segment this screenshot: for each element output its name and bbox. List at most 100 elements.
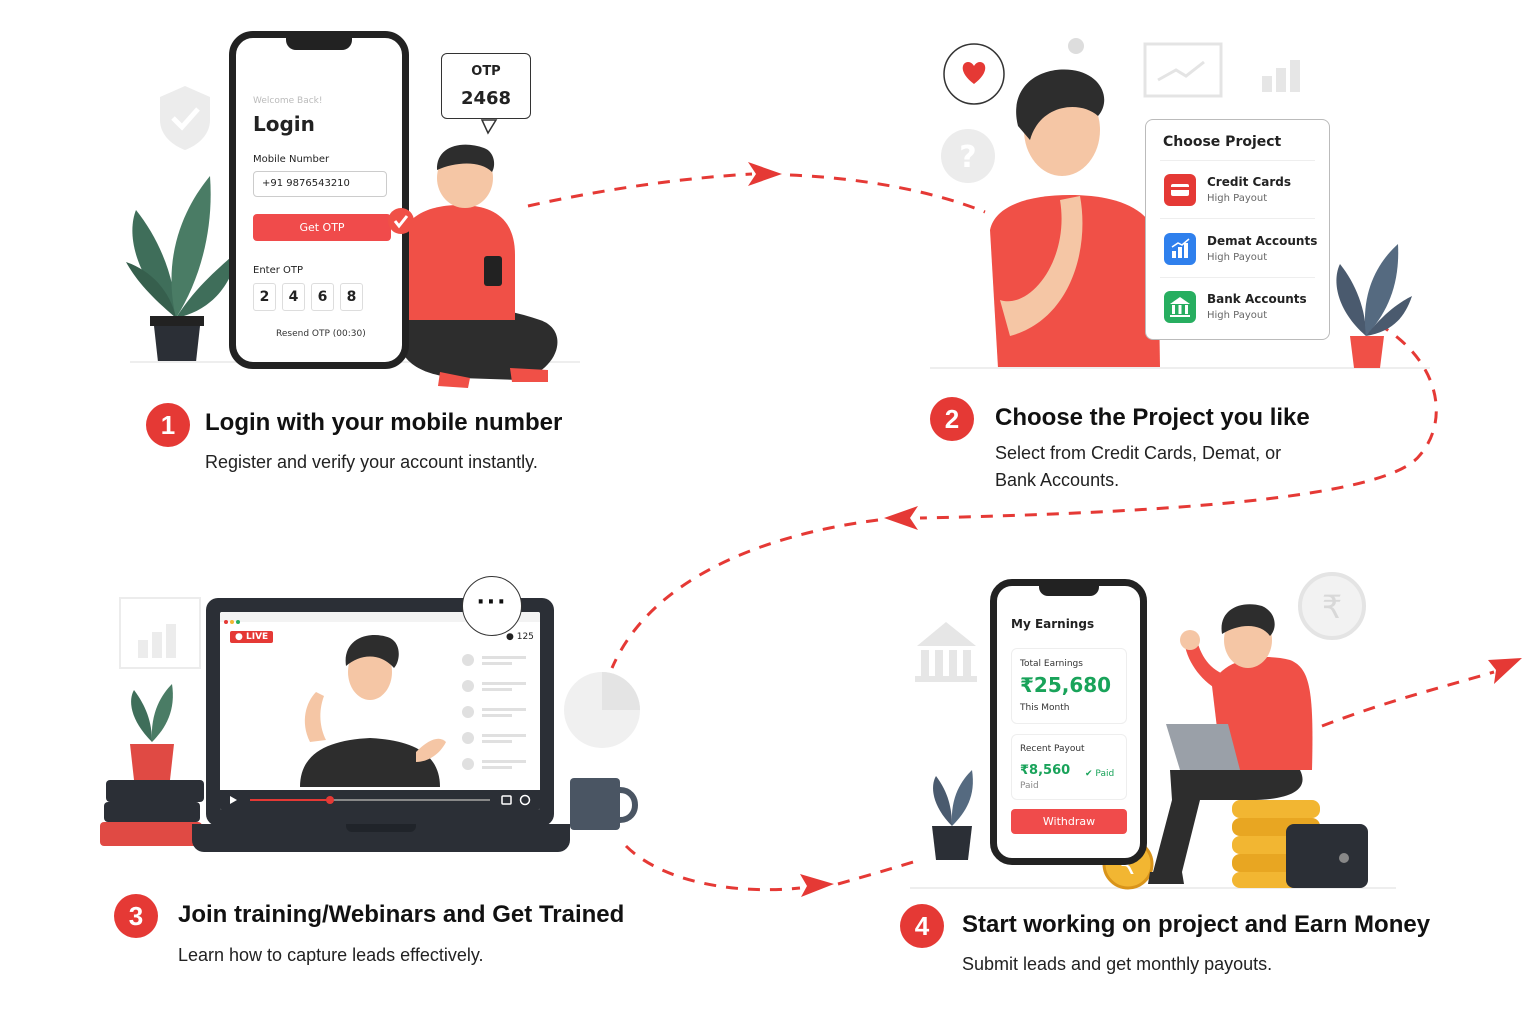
otp-digit-field[interactable]: 2 xyxy=(253,283,276,311)
arrowhead-icon xyxy=(800,874,834,897)
step-4-title: Start working on project and Earn Money xyxy=(962,911,1431,938)
total-earnings-label: Total Earnings xyxy=(1020,659,1083,669)
total-earnings-value: ₹25,680 xyxy=(1020,673,1112,697)
person-celebrating-icon xyxy=(1148,604,1313,884)
viewer-count-value: 125 xyxy=(516,632,534,642)
shield-icon xyxy=(160,86,210,150)
live-label: LIVE xyxy=(246,632,269,642)
step-4-badge: 4 xyxy=(900,904,944,948)
earnings-phone-mockup: My Earnings Total Earnings ₹25,680 This … xyxy=(990,579,1147,865)
step-1-title: Login with your mobile number xyxy=(205,409,563,436)
step-3-description: Learn how to capture leads effectively. xyxy=(178,945,484,965)
chart-icon xyxy=(1164,233,1196,265)
paid-label: Paid xyxy=(1095,769,1115,779)
flow-arrow-3 xyxy=(624,844,801,892)
live-badge: ● LIVE xyxy=(230,631,274,643)
settings-icon xyxy=(519,794,531,806)
captions-icon xyxy=(501,795,512,805)
frame-chart-icon xyxy=(1143,42,1223,98)
project-payout-label: High Payout xyxy=(1207,252,1268,263)
otp-digit-field[interactable]: 6 xyxy=(311,283,334,311)
phone-notch xyxy=(286,36,352,50)
project-payout-label: High Payout xyxy=(1207,310,1268,321)
laptop-base xyxy=(192,824,570,852)
plant-icon xyxy=(932,770,973,860)
webinar-screen: ● LIVE ● 125 xyxy=(220,612,540,810)
people-icon: ● xyxy=(506,632,514,642)
step-2-badge: 2 xyxy=(930,397,974,441)
seek-handle xyxy=(326,796,334,804)
bank-icon xyxy=(915,622,977,682)
step-3-badge: 3 xyxy=(114,894,158,938)
login-phone-mockup: Welcome Back! Login Mobile Number +91 98… xyxy=(229,31,409,369)
payout-status-text: Paid xyxy=(1020,781,1039,791)
recent-payout-label: Recent Payout xyxy=(1020,744,1085,754)
otp-digit-field[interactable]: 4 xyxy=(282,283,305,311)
pie-chart-icon xyxy=(564,672,640,748)
presenter-illustration xyxy=(300,635,526,787)
step-2-description: Select from Credit Cards, Demat, or Bank… xyxy=(995,443,1282,490)
login-title: Login xyxy=(253,112,315,136)
check-circle-icon: ✔ xyxy=(1085,769,1093,779)
typing-bubble-icon: ··· xyxy=(462,576,522,636)
period-label: This Month xyxy=(1020,703,1070,713)
person-thinking-icon xyxy=(990,69,1160,368)
rupee-coin-icon xyxy=(1298,572,1366,640)
choose-project-title: Choose Project xyxy=(1163,134,1282,150)
browser-bar xyxy=(220,612,540,624)
flow-arrow-2 xyxy=(919,322,1438,520)
my-earnings-title: My Earnings xyxy=(1011,617,1095,631)
project-name-demat-accounts[interactable]: Demat Accounts xyxy=(1207,234,1318,248)
svg-text:?: ? xyxy=(959,140,976,175)
bar-chart-icon xyxy=(1262,60,1300,92)
user-icon: ● xyxy=(235,632,243,642)
flow-arrow-1 xyxy=(527,172,753,208)
svg-text:₹: ₹ xyxy=(1322,588,1342,626)
mobile-number-field[interactable]: +91 9876543210 xyxy=(253,171,387,197)
recent-payout-value: ₹8,560 xyxy=(1020,763,1071,778)
project-payout-label: High Payout xyxy=(1207,193,1268,204)
video-controls xyxy=(220,790,540,810)
step-1-description: Register and verify your account instant… xyxy=(205,452,538,472)
check-badge-icon xyxy=(388,208,414,234)
books-icon xyxy=(100,780,204,846)
project-name-bank-accounts[interactable]: Bank Accounts xyxy=(1207,292,1307,306)
laptop-webinar-mockup: ● LIVE ● 125 xyxy=(206,598,554,826)
resend-otp-link[interactable]: Resend OTP (00:30) xyxy=(276,329,366,339)
plant-icon xyxy=(130,684,174,780)
person-sitting-icon xyxy=(398,144,558,388)
divider xyxy=(1160,218,1315,219)
arrowhead-icon xyxy=(884,506,918,530)
heart-icon xyxy=(962,62,986,84)
plant-icon xyxy=(126,176,238,362)
step-2-title: Choose the Project you like xyxy=(995,404,1310,431)
otp-bubble-code: 2468 xyxy=(460,88,512,109)
flow-arrow-4 xyxy=(1321,670,1495,728)
paid-badge: ✔ Paid xyxy=(1085,769,1114,779)
question-icon xyxy=(941,129,995,183)
mobile-number-label: Mobile Number xyxy=(253,154,330,165)
mug-icon xyxy=(570,778,638,830)
step-4-description: Submit leads and get monthly payouts. xyxy=(962,954,1273,974)
laptop-icon xyxy=(1166,724,1240,770)
enter-otp-label: Enter OTP xyxy=(253,265,304,276)
step-1-badge: 1 xyxy=(146,403,190,447)
recent-payout-card: Recent Payout ₹8,560 ✔ Paid Paid xyxy=(1011,734,1127,800)
choose-project-card: Choose Project Credit Cards High Payout … xyxy=(1145,119,1330,340)
credit-card-icon xyxy=(1164,174,1196,206)
wallet-icon xyxy=(1286,824,1368,888)
otp-bubble-title: OTP xyxy=(471,64,501,79)
arrowhead-icon xyxy=(748,162,782,186)
gear-icon xyxy=(1068,38,1084,54)
play-icon xyxy=(230,796,237,804)
withdraw-button[interactable]: Withdraw xyxy=(1011,809,1127,834)
bank-icon xyxy=(1164,291,1196,323)
phone-notch xyxy=(1039,584,1099,596)
divider xyxy=(1160,160,1315,161)
otp-digit-field[interactable]: 8 xyxy=(340,283,363,311)
total-earnings-card: Total Earnings ₹25,680 This Month xyxy=(1011,648,1127,724)
get-otp-button[interactable]: Get OTP xyxy=(253,214,391,241)
arrowhead-icon xyxy=(1488,658,1522,684)
project-name-credit-cards[interactable]: Credit Cards xyxy=(1207,175,1292,189)
